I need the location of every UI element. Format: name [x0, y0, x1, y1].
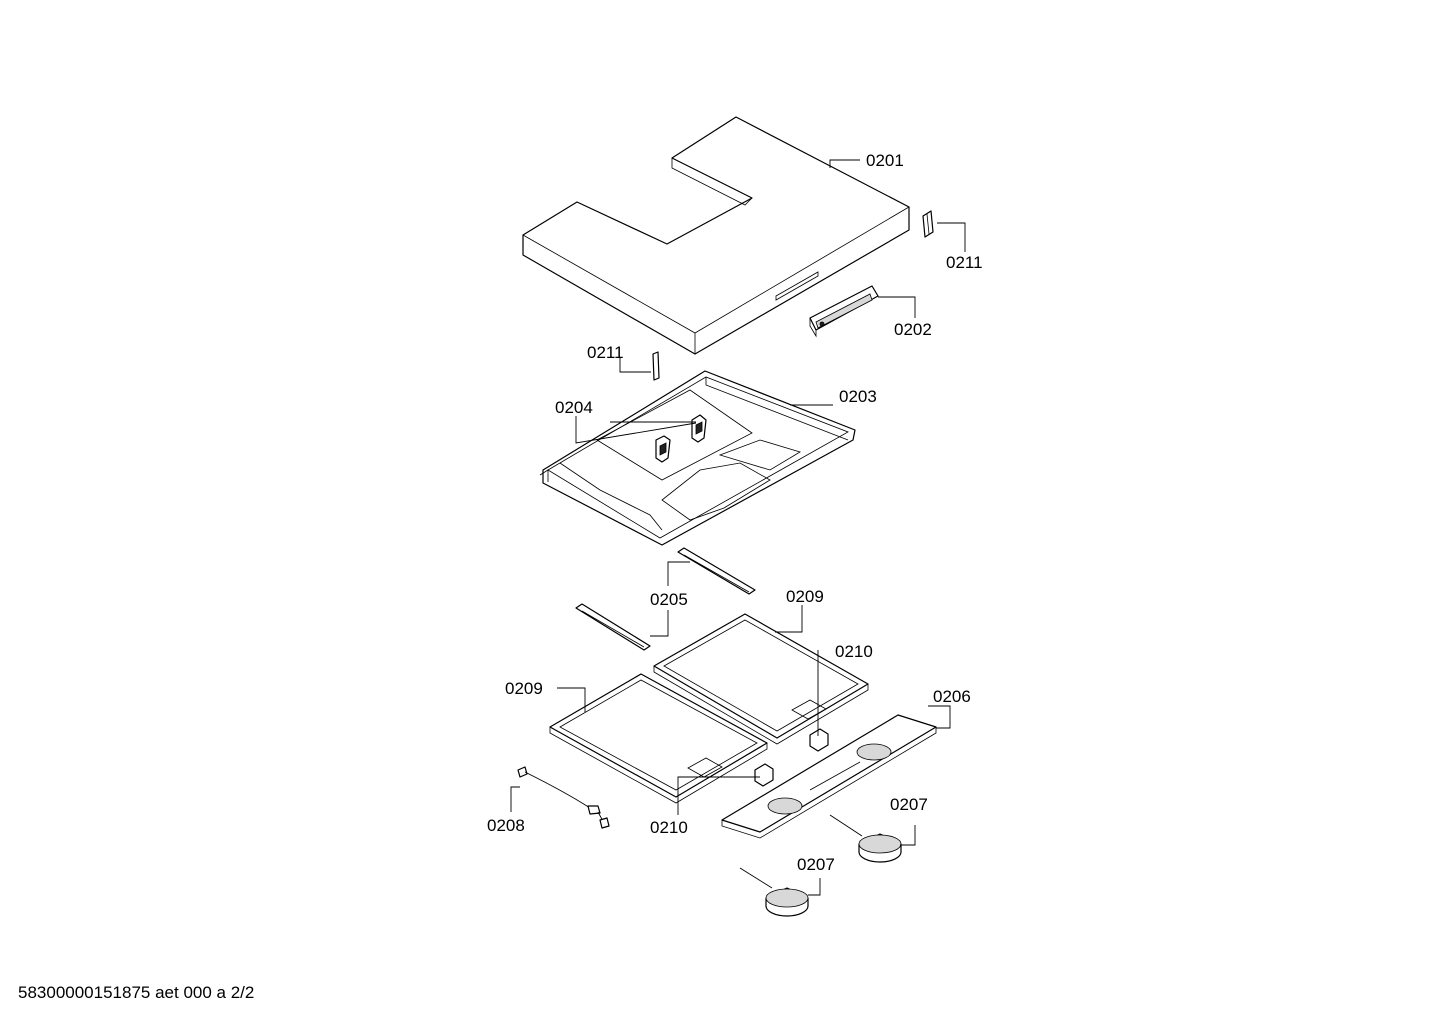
label-0209-upper: 0209: [786, 587, 824, 606]
part-0209-filter-lower: [549, 673, 768, 804]
part-0205-rail-lower: [575, 603, 651, 651]
part-0207-knob-right: [829, 814, 902, 863]
part-0208-cable: [517, 766, 610, 829]
label-0204: 0204: [555, 398, 593, 417]
label-0202: 0202: [894, 320, 932, 339]
label-0210-lower: 0210: [650, 818, 688, 837]
part-0211-rod-left: [652, 351, 660, 381]
label-0201: 0201: [866, 151, 904, 170]
part-labels: 0201 0211 0202 0211 0203 0204 0205 0209 …: [487, 151, 983, 874]
part-0211-clip-right: [922, 210, 934, 238]
leader-lines: [510, 159, 966, 896]
part-0207-knob-left: [739, 867, 809, 917]
part-0210-clip-lower: [754, 763, 774, 787]
part-0204-bracket-b: [691, 414, 707, 443]
label-0206: 0206: [933, 687, 971, 706]
part-0205-rail-upper: [677, 547, 756, 595]
document-footer-id: 58300000151875 aet 000 a 2/2: [18, 983, 254, 1002]
label-0207-right: 0207: [890, 795, 928, 814]
label-0211-right: 0211: [946, 253, 983, 272]
part-0204-bracket-a: [655, 435, 671, 463]
label-0205: 0205: [650, 590, 688, 609]
part-0202-control-strip: [809, 285, 879, 338]
part-0206-front-panel: [721, 714, 937, 839]
label-0208: 0208: [487, 816, 525, 835]
label-0207-left: 0207: [797, 855, 835, 874]
part-0210-clip-upper: [809, 728, 829, 752]
part-0201-cover: [522, 116, 910, 355]
label-0210-upper: 0210: [835, 642, 873, 661]
part-0203-housing: [539, 370, 856, 546]
label-0209-lower: 0209: [505, 679, 543, 698]
label-0203: 0203: [839, 387, 877, 406]
label-0211-left: 0211: [587, 343, 624, 362]
part-0209-filter-upper: [653, 613, 869, 745]
